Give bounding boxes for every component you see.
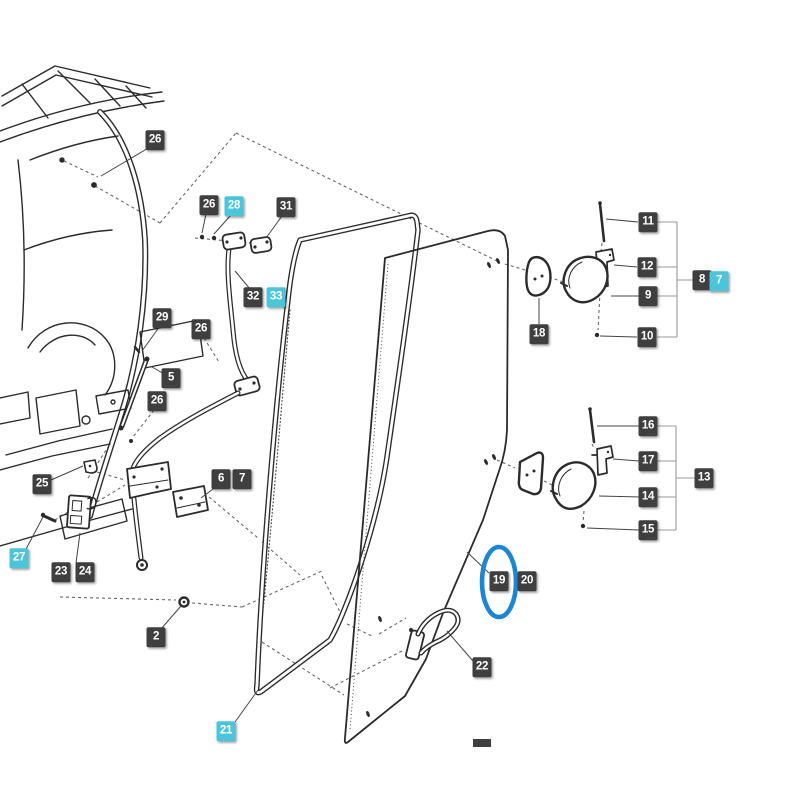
cropped-label-fragment xyxy=(473,739,491,747)
part-label-26: 26 xyxy=(191,319,211,339)
part-label-16: 16 xyxy=(638,416,658,436)
window-seal xyxy=(253,212,421,696)
mirror-assembly-top xyxy=(525,201,615,338)
part-label-28: 28 xyxy=(224,196,244,216)
part-label-29: 29 xyxy=(152,308,172,328)
part-label-22: 22 xyxy=(472,657,492,677)
door-glass xyxy=(343,229,509,744)
part-label-7: 7 xyxy=(232,469,252,489)
part-label-10: 10 xyxy=(637,327,657,347)
part-label-26: 26 xyxy=(145,130,165,150)
part-label-19: 19 xyxy=(489,571,509,591)
highlight-circle xyxy=(479,544,519,620)
part-label-24: 24 xyxy=(75,562,95,582)
part-label-14: 14 xyxy=(638,487,658,507)
part-label-31: 31 xyxy=(276,197,296,217)
door-frame-assembly xyxy=(40,231,273,608)
cab-frame xyxy=(0,65,204,547)
door-handle xyxy=(405,607,461,661)
part-label-12: 12 xyxy=(637,257,657,277)
part-label-18: 18 xyxy=(529,324,549,344)
part-label-13: 13 xyxy=(694,468,714,488)
part-label-6: 6 xyxy=(211,469,231,489)
part-label-26: 26 xyxy=(199,195,219,215)
part-label-25: 25 xyxy=(32,474,52,494)
part-label-17: 17 xyxy=(638,451,658,471)
part-label-2: 2 xyxy=(146,627,166,647)
part-label-21: 21 xyxy=(216,721,236,741)
part-label-5: 5 xyxy=(161,368,181,388)
part-label-9: 9 xyxy=(638,286,658,306)
part-label-33: 33 xyxy=(266,287,286,307)
part-label-8: 8 xyxy=(692,270,712,290)
part-label-32: 32 xyxy=(243,287,263,307)
gas-strut xyxy=(118,345,150,443)
part-label-23: 23 xyxy=(51,562,71,582)
part-label-15: 15 xyxy=(638,520,658,540)
part-label-7: 7 xyxy=(709,271,729,291)
part-label-27: 27 xyxy=(9,548,29,568)
mirror-assembly-bottom xyxy=(517,407,614,529)
part-label-20: 20 xyxy=(517,571,537,591)
part-label-11: 11 xyxy=(638,212,658,232)
part-label-26: 26 xyxy=(147,391,167,411)
group-brackets xyxy=(657,221,696,531)
dashed-guides xyxy=(54,132,603,696)
leader-lines xyxy=(24,146,641,723)
